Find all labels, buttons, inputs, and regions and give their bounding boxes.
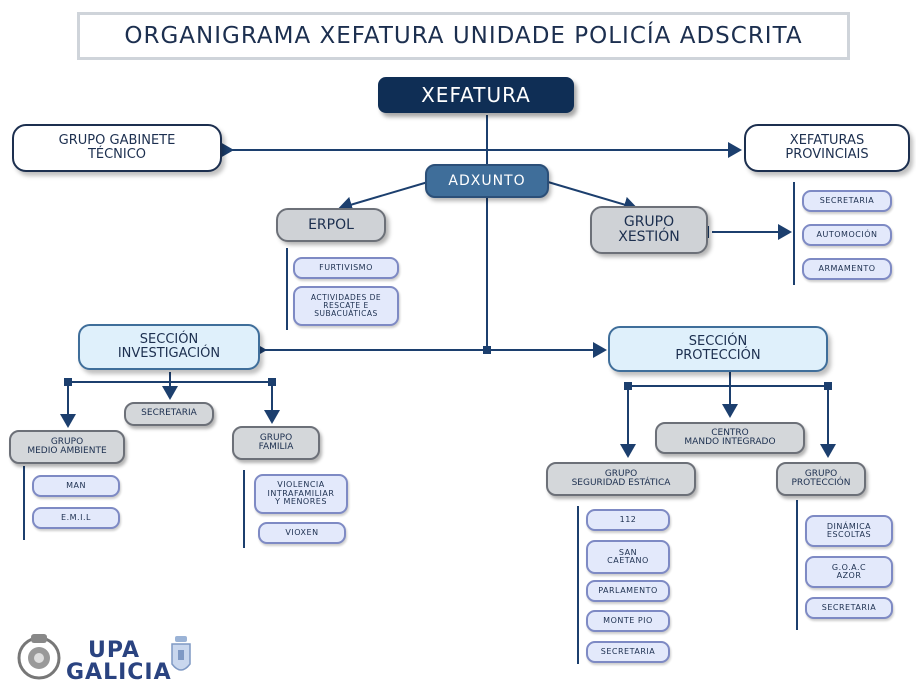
police-badge-icon	[17, 634, 61, 680]
node-xefatura: XEFATURA	[378, 77, 574, 113]
seg-estatica-item: MONTE PIO	[586, 610, 670, 632]
node-grupo-familia: GRUPO FAMILIA	[232, 426, 320, 460]
provinciais-item: ARMAMENTO	[802, 258, 892, 280]
familia-item: VIOXEN	[258, 522, 346, 544]
node-grupo-seguridad-estatica: GRUPO SEGURIDAD ESTÁTICA	[546, 462, 696, 496]
node-adxunto: ADXUNTO	[425, 164, 549, 198]
node-grupo-proteccion: GRUPO PROTECCIÓN	[776, 462, 866, 496]
node-seccion-proteccion: SECCIÓN PROTECCIÓN	[608, 326, 828, 372]
chart-title: ORGANIGRAMA XEFATURA UNIDADE POLICÍA ADS…	[77, 12, 850, 60]
proteccion-item: G.O.A.C AZOR	[805, 556, 893, 588]
medio-item: E.M.I.L	[32, 507, 120, 529]
seg-estatica-item: SECRETARIA	[586, 641, 670, 663]
galicia-shield-icon	[171, 636, 191, 671]
node-erpol: ERPOL	[276, 208, 386, 242]
seg-estatica-item: PARLAMENTO	[586, 580, 670, 602]
node-gabinete-tecnico: GRUPO GABINETE TÉCNICO	[12, 124, 222, 172]
node-seccion-investigacion: SECCIÓN INVESTIGACIÓN	[78, 324, 260, 370]
logo-line-2: GALICIA	[66, 660, 172, 685]
logo-text: UPA GALICIA	[66, 640, 172, 684]
familia-item: VIOLENCIA INTRAFAMILIAR Y MENORES	[254, 474, 348, 514]
proteccion-item: DINÁMICA ESCOLTAS	[805, 515, 893, 547]
erpol-item: ACTIVIDADES DE RESCATE E SUBACUÁTICAS	[293, 286, 399, 326]
erpol-item: FURTIVISMO	[293, 257, 399, 279]
logo-line-1: UPA	[88, 638, 140, 663]
node-xefaturas-provinciais: XEFATURAS PROVINCIAIS	[744, 124, 910, 172]
node-secretaria-investigacion: SECRETARIA	[124, 402, 214, 426]
provinciais-item: AUTOMOCIÓN	[802, 224, 892, 246]
proteccion-item: SECRETARIA	[805, 597, 893, 619]
medio-item: MAN	[32, 475, 120, 497]
provinciais-item: SECRETARIA	[802, 190, 892, 212]
node-grupo-xestion: GRUPO XESTIÓN	[590, 206, 708, 254]
seg-estatica-item: SAN CAETANO	[586, 540, 670, 574]
seg-estatica-item: 112	[586, 509, 670, 531]
node-centro-mando-integrado: CENTRO MANDO INTEGRADO	[655, 422, 805, 454]
node-grupo-medio-ambiente: GRUPO MEDIO AMBIENTE	[9, 430, 125, 464]
